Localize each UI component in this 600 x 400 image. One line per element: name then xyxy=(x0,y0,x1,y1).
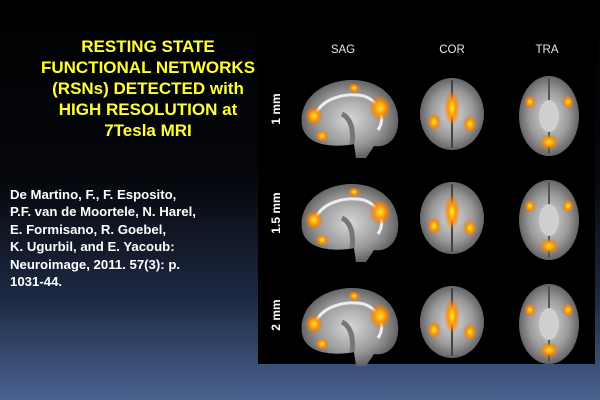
coronal-slice-2mm xyxy=(420,286,484,358)
transverse-slice-1mm xyxy=(519,76,579,156)
transverse-slice-1-5mm xyxy=(519,180,579,260)
slide-title: RESTING STATE FUNCTIONAL NETWORKS (RSNs)… xyxy=(40,37,256,140)
sagittal-slice-2mm xyxy=(301,288,399,366)
coronal-slice-1mm xyxy=(420,78,484,150)
coronal-slice-1-5mm xyxy=(420,182,484,254)
sagittal-slice-1mm xyxy=(301,80,399,158)
sagittal-slice-1-5mm xyxy=(301,184,399,262)
row-label-2mm: 2 mm xyxy=(269,299,283,331)
column-label-cor: COR xyxy=(439,44,465,56)
row-label-1mm: 1 mm xyxy=(269,93,283,125)
row-label-1-5mm: 1.5 mm xyxy=(269,192,283,234)
brain-figure: SAG COR TRA 1 mm 1.5 mm 2 mm xyxy=(258,36,595,366)
citation: De Martino, F., F. Esposito, P.F. van de… xyxy=(10,187,196,290)
column-label-tra: TRA xyxy=(535,44,559,56)
column-label-sag: SAG xyxy=(330,44,356,56)
transverse-slice-2mm xyxy=(519,284,579,364)
